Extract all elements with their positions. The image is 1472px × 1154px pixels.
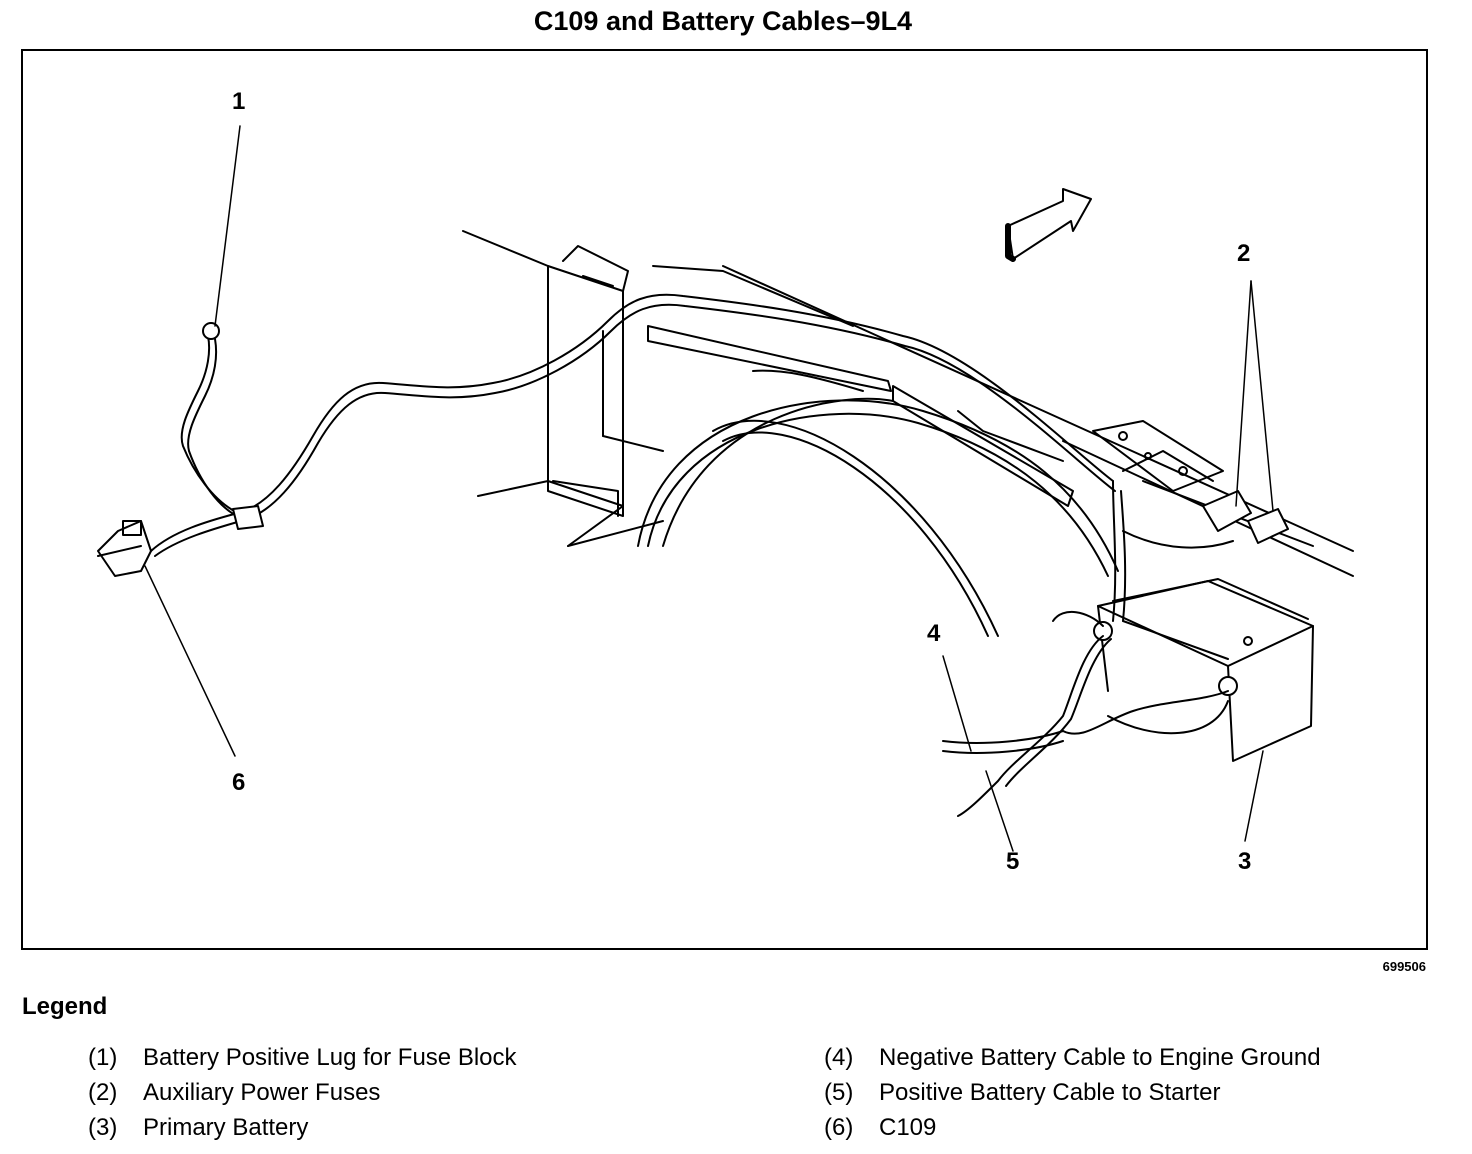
leader-lines [144, 125, 1274, 852]
callout-1: 1 [232, 88, 246, 115]
callout-3: 3 [1238, 848, 1252, 875]
legend-number: (2) [88, 1079, 118, 1106]
legend-number: (1) [88, 1044, 118, 1071]
forward-arrow-icon [1005, 188, 1092, 262]
legend-text: Battery Positive Lug for Fuse Block [143, 1044, 517, 1071]
legend-text: Auxiliary Power Fuses [143, 1079, 381, 1106]
legend-number: (3) [88, 1114, 118, 1141]
c109-connector [97, 520, 152, 577]
callout-6: 6 [232, 769, 246, 796]
legend-item-2: (2) Auxiliary Power Fuses [88, 1079, 380, 1107]
legend-text: Negative Battery Cable to Engine Ground [879, 1044, 1321, 1071]
legend-text: Positive Battery Cable to Starter [879, 1079, 1221, 1106]
callout-4: 4 [927, 620, 941, 647]
legend-item-4: (4) Negative Battery Cable to Engine Grou… [824, 1044, 1321, 1072]
diagram-title: C109 and Battery Cables–9L4 [533, 6, 913, 36]
callout-2: 2 [1237, 240, 1251, 267]
legend-number: (4) [824, 1044, 854, 1071]
wheel-well [637, 369, 1119, 637]
figure-id: 699506 [1382, 959, 1426, 974]
legend-text: C109 [879, 1114, 937, 1141]
wiring-illustration [97, 125, 1354, 852]
legend-heading: Legend [22, 993, 108, 1020]
legend-number: (5) [824, 1079, 854, 1106]
legend-item-3: (3) Primary Battery [88, 1114, 308, 1142]
harness-to-fuse-block [150, 293, 1116, 557]
frame-structure [462, 230, 1354, 577]
auxiliary-fuses [1122, 490, 1289, 549]
legend-number: (6) [824, 1114, 854, 1141]
callout-5: 5 [1006, 848, 1020, 875]
legend-text: Primary Battery [143, 1114, 309, 1141]
battery [1093, 578, 1314, 762]
legend-item-6: (6) C109 [824, 1114, 936, 1142]
legend-item-5: (5) Positive Battery Cable to Starter [824, 1079, 1220, 1107]
battery-cables [942, 480, 1229, 817]
legend-item-1: (1) Battery Positive Lug for Fuse Block [88, 1044, 517, 1072]
diagram-frame [21, 49, 1428, 950]
